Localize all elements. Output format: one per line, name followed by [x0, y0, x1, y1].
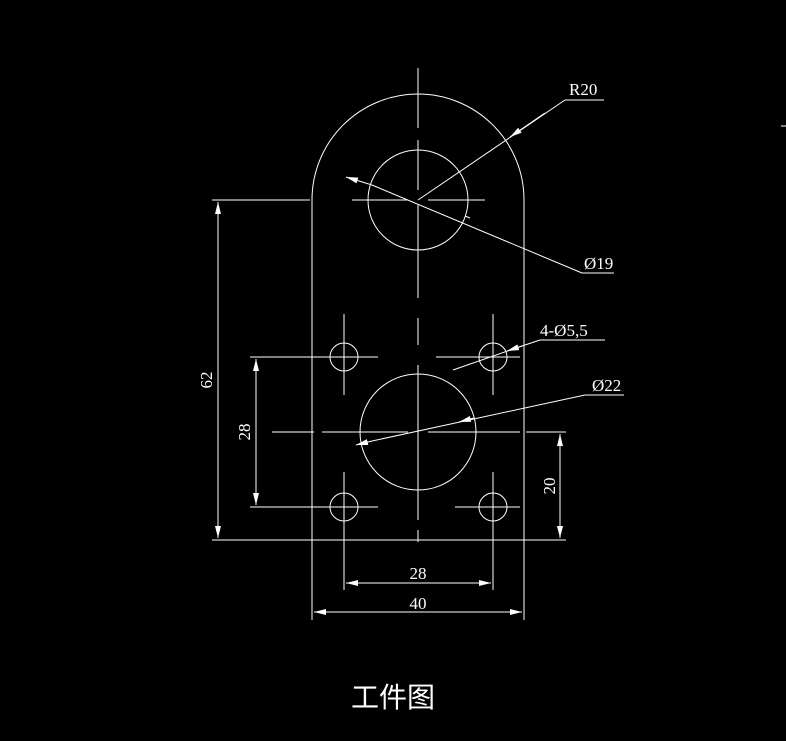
leader-d19 [345, 176, 614, 274]
extension-lines [212, 199, 566, 620]
drawing-caption: 工件图 [350, 681, 435, 714]
label-d19: Ø19 [584, 254, 613, 273]
label-4-d5-5: 4-Ø5,5 [540, 321, 588, 340]
label-d22: Ø22 [592, 376, 621, 395]
leader-4-d5-5 [452, 339, 605, 371]
label-28-vertical: 28 [235, 424, 254, 441]
label-20: 20 [540, 478, 559, 495]
part-outline [311, 93, 525, 541]
label-40: 40 [410, 594, 427, 613]
small-holes-centerlines [304, 314, 520, 540]
label-r20: R20 [569, 80, 597, 99]
leader-d22 [355, 394, 624, 446]
label-28-horizontal: 28 [410, 564, 427, 583]
label-62: 62 [197, 372, 216, 389]
leader-r20 [417, 99, 604, 201]
